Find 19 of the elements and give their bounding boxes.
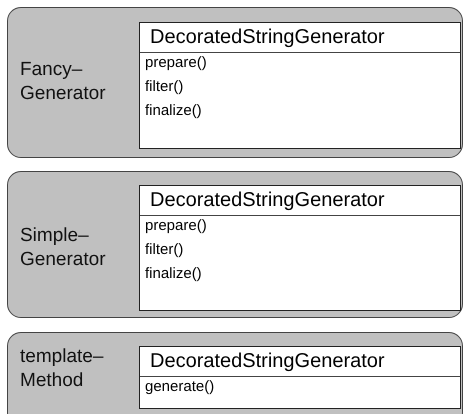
method-name: finalize() [144,264,203,284]
class-name: DecoratedStringGenerator [140,347,460,377]
method-name: filter() [144,77,184,97]
panel-label: Fancy– Generator [20,58,107,106]
pattern-panel [7,171,463,318]
method-name: prepare() [144,216,208,236]
class-box [139,185,461,311]
class-name: DecoratedStringGenerator [140,23,460,53]
method-name: prepare() [144,53,208,73]
pattern-panel [7,7,463,158]
class-box [139,22,461,149]
method-name: finalize() [144,101,203,121]
class-box [139,346,461,409]
class-name: DecoratedStringGenerator [140,186,460,216]
pattern-panel [7,332,463,414]
method-name: filter() [144,240,184,260]
panel-label: template– Method [20,345,104,393]
panel-label: Simple– Generator [20,224,107,272]
method-name: generate() [144,377,216,397]
